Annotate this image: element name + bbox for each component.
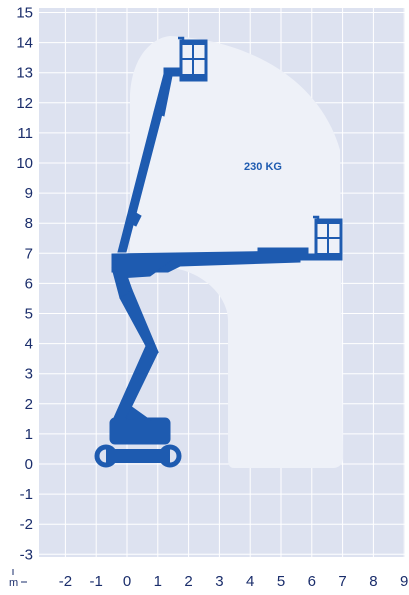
y-tick-label: 12: [16, 95, 33, 112]
x-tick-label: 8: [369, 573, 377, 590]
wheel-base: [106, 449, 170, 463]
y-tick-label: 13: [16, 65, 33, 82]
x-tick-label: 4: [246, 573, 254, 590]
x-tick-label: 2: [184, 573, 192, 590]
horizontal-boom-tip: [257, 247, 309, 258]
y-tick-label: 2: [25, 396, 33, 413]
boom-lift-machine: [109, 67, 317, 445]
y-tick-label: 6: [25, 275, 33, 292]
x-tick-label: 5: [277, 573, 285, 590]
y-tick-label: 10: [16, 155, 33, 172]
y-tick-label: 1: [25, 426, 33, 443]
y-tick-label: 11: [17, 125, 33, 142]
axis-unit-label: m: [9, 577, 18, 589]
y-tick-label: -2: [20, 516, 33, 533]
y-tick-label: 3: [25, 366, 33, 383]
x-tick-label: 0: [123, 573, 131, 590]
capacity-label: 230 KG: [244, 161, 282, 173]
upper-boom-cylinder: [127, 209, 142, 227]
x-tick-label: -2: [59, 573, 72, 590]
horizontal-boom-joint: [114, 257, 177, 279]
y-tick-label: 7: [25, 245, 33, 262]
x-tick-label: 6: [308, 573, 316, 590]
lift-chassis: [109, 417, 171, 445]
y-tick-label: 14: [16, 35, 33, 52]
y-tick-label: -3: [20, 546, 33, 563]
upper-jib: [163, 67, 183, 77]
horizontal-jib: [297, 253, 317, 261]
y-tick-label: 4: [25, 336, 33, 353]
x-tick-label: -1: [90, 573, 103, 590]
x-tick-label: 9: [400, 573, 408, 590]
axis-unit-marker: m: [9, 569, 27, 589]
y-tick-label: 5: [25, 306, 33, 323]
x-axis-ticks: -2 -1 0 1 2 3 4 5 6 7 8 9: [59, 573, 409, 590]
y-tick-label: -1: [20, 486, 33, 503]
x-tick-label: 3: [215, 573, 223, 590]
y-tick-label: 9: [25, 185, 33, 202]
y-tick-label: 0: [25, 456, 33, 473]
x-tick-label: 7: [338, 573, 346, 590]
platform-basket-raised: [178, 36, 208, 82]
platform-basket-extended: [313, 215, 343, 261]
y-tick-label: 15: [16, 5, 33, 22]
y-tick-label: 8: [25, 215, 33, 232]
x-tick-label: 1: [154, 573, 162, 590]
